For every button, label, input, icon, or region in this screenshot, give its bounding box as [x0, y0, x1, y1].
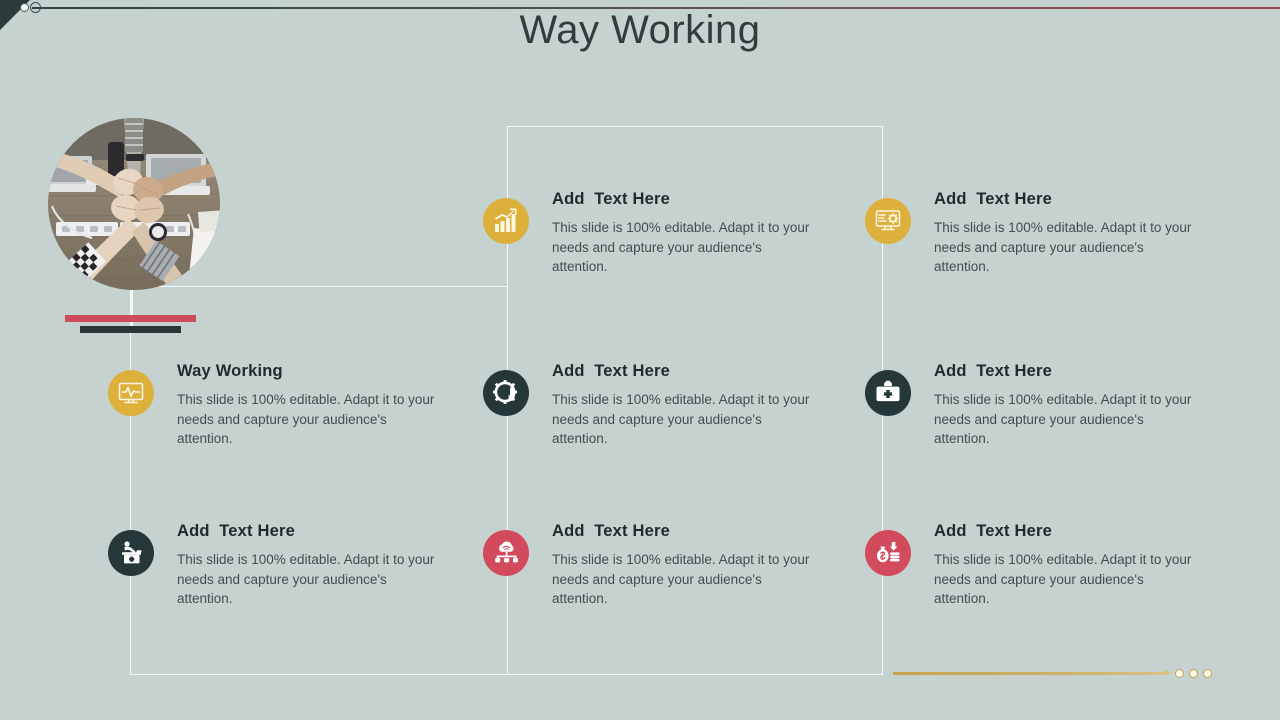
content-item-r2c2[interactable]: Add Text Here This slide is 100% editabl…	[483, 362, 814, 449]
hero-photo-circle	[48, 118, 220, 290]
monitor-heartbeat-icon	[108, 370, 154, 416]
content-item-text: Add Text Here This slide is 100% editabl…	[934, 522, 1196, 609]
accent-bar-red	[65, 315, 196, 322]
item-title: Way Working	[177, 362, 283, 380]
team-hands-photo	[48, 118, 220, 290]
content-item-text: Add Text Here This slide is 100% editabl…	[934, 362, 1196, 449]
content-item-r2c3[interactable]: Add Text Here This slide is 100% editabl…	[865, 362, 1196, 449]
content-item-text: Add Text Here This slide is 100% editabl…	[552, 190, 814, 277]
content-item-r2c1[interactable]: Way Working This slide is 100% editable.…	[108, 362, 439, 449]
bottom-dot-3-icon	[1203, 669, 1212, 678]
money-bag-coins-icon	[865, 530, 911, 576]
item-body: This slide is 100% editable. Adapt it to…	[934, 552, 1192, 606]
bottom-dot-2-icon	[1189, 669, 1198, 678]
item-body: This slide is 100% editable. Adapt it to…	[552, 552, 810, 606]
surgery-table-icon	[108, 530, 154, 576]
content-item-r1c3[interactable]: Add Text Here This slide is 100% editabl…	[865, 190, 1196, 277]
item-title: Add Text Here	[934, 362, 1053, 380]
content-item-r3c3[interactable]: Add Text Here This slide is 100% editabl…	[865, 522, 1196, 609]
content-item-text: Add Text Here This slide is 100% editabl…	[552, 522, 814, 609]
item-body: This slide is 100% editable. Adapt it to…	[177, 552, 435, 606]
page-title: Way Working	[519, 8, 761, 52]
item-body: This slide is 100% editable. Adapt it to…	[934, 220, 1192, 274]
monitor-settings-icon	[865, 198, 911, 244]
item-body: This slide is 100% editable. Adapt it to…	[934, 392, 1192, 446]
item-title: Add Text Here	[552, 362, 671, 380]
item-title: Add Text Here	[552, 522, 671, 540]
cloud-network-icon	[483, 530, 529, 576]
content-item-r3c2[interactable]: Add Text Here This slide is 100% editabl…	[483, 522, 814, 609]
bottom-dot-1-icon	[1175, 669, 1184, 678]
item-title: Add Text Here	[177, 522, 296, 540]
accent-bar-dark	[80, 326, 181, 333]
item-title: Add Text Here	[934, 522, 1053, 540]
item-body: This slide is 100% editable. Adapt it to…	[552, 392, 810, 446]
content-item-r3c1[interactable]: Add Text Here This slide is 100% editabl…	[108, 522, 439, 609]
top-dot-outline-icon	[30, 2, 41, 13]
content-item-text: Add Text Here This slide is 100% editabl…	[177, 522, 439, 609]
content-item-text: Add Text Here This slide is 100% editabl…	[552, 362, 814, 449]
gear-pie-chart-icon	[483, 370, 529, 416]
first-aid-kit-icon	[865, 370, 911, 416]
item-title: Add Text Here	[552, 190, 671, 208]
item-body: This slide is 100% editable. Adapt it to…	[177, 392, 435, 446]
bar-chart-growth-icon	[483, 198, 529, 244]
top-rule-line	[32, 7, 1280, 9]
bottom-rule-line	[893, 670, 1172, 676]
content-item-text: Way Working This slide is 100% editable.…	[177, 362, 439, 449]
frame-left-column	[130, 286, 508, 675]
top-dot-filled-icon	[20, 3, 29, 12]
content-item-text: Add Text Here This slide is 100% editabl…	[934, 190, 1196, 277]
vertical-connector-line	[131, 250, 133, 330]
content-item-r1c2[interactable]: Add Text Here This slide is 100% editabl…	[483, 190, 814, 277]
item-body: This slide is 100% editable. Adapt it to…	[552, 220, 810, 274]
item-title: Add Text Here	[934, 190, 1053, 208]
